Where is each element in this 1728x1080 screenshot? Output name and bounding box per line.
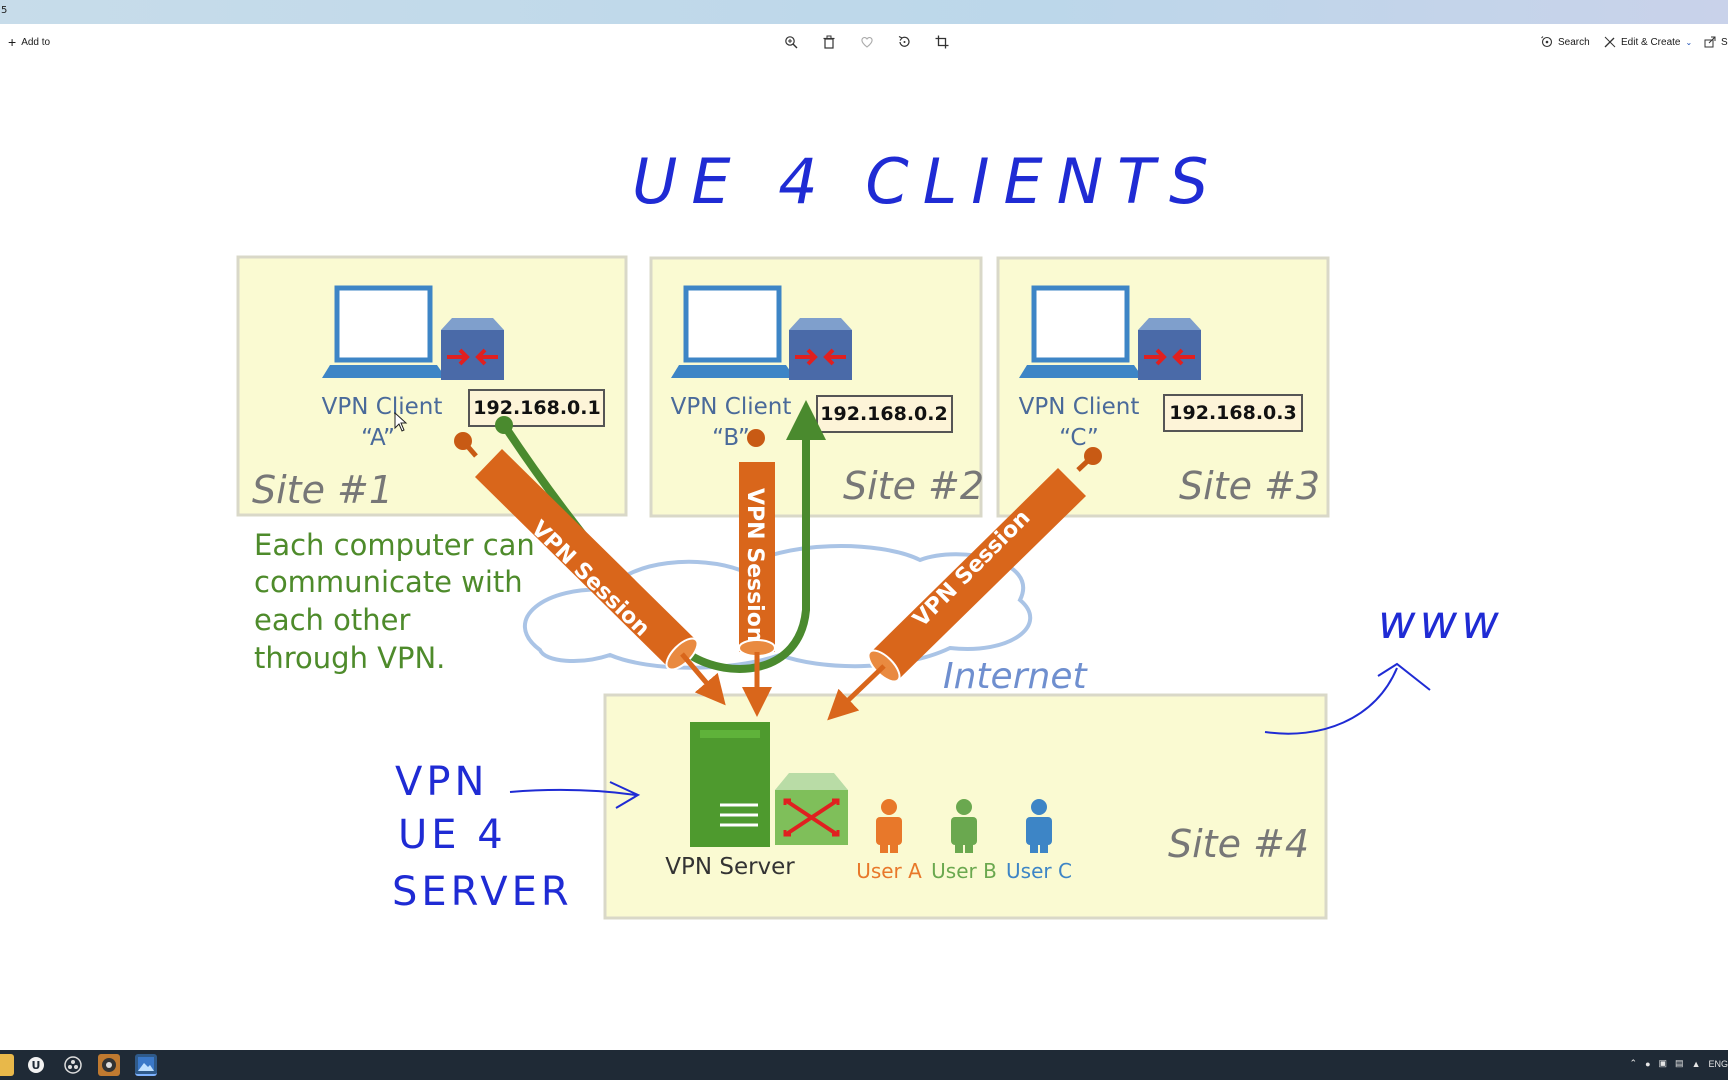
- client-b-letter: “B”: [712, 425, 750, 451]
- photos-app-icon[interactable]: [135, 1054, 157, 1076]
- vpn-server-icon: [690, 722, 770, 847]
- edit-create-label: Edit & Create: [1621, 36, 1681, 48]
- green-path-arrowhead: [786, 400, 826, 440]
- session-label-b: VPN Session: [742, 488, 767, 643]
- client-a-vpn-device-icon: [441, 318, 504, 380]
- client-a-name: VPN Client: [322, 394, 443, 420]
- ip-address-b: 192.168.0.2: [820, 403, 947, 425]
- display-icon[interactable]: ▣: [1658, 1058, 1668, 1068]
- green-path-start: [495, 416, 513, 434]
- ip-address-c: 192.168.0.3: [1169, 402, 1296, 424]
- internet-label: Internet: [943, 656, 1088, 697]
- svg-text:U: U: [32, 1059, 41, 1072]
- file-explorer-icon[interactable]: [0, 1054, 14, 1076]
- ip-address-a: 192.168.0.1: [473, 397, 600, 419]
- handwritten-server-note-3: SERVER: [392, 869, 573, 915]
- add-to-label: Add to: [21, 36, 51, 48]
- user-b-icon: [951, 799, 977, 853]
- client-c-computer-icon: [1019, 285, 1143, 378]
- note-line-3: each other: [254, 603, 410, 637]
- site-1-label: Site #1: [252, 468, 393, 512]
- zoom-in-button[interactable]: [782, 33, 800, 51]
- crop-button[interactable]: [933, 33, 951, 51]
- taskbar: U ⌃ ● ▣ ▤ ▲ ENG: [0, 1050, 1728, 1080]
- photo-toolbar: + Add to Search Edit & Create ⌄ S: [0, 24, 1728, 60]
- site-4-label: Site #4: [1168, 822, 1309, 866]
- heart-icon: [861, 36, 873, 48]
- handwritten-server-note-2: UE 4: [398, 812, 507, 858]
- user-c-label: User C: [1006, 859, 1072, 883]
- unreal-engine-icon[interactable]: U: [25, 1054, 47, 1076]
- handwritten-server-note-1: VPN: [395, 759, 488, 805]
- ip-box-b: [816, 395, 953, 433]
- search-button[interactable]: Search: [1541, 33, 1590, 51]
- rotate-button[interactable]: [895, 33, 913, 51]
- browser-icon[interactable]: [98, 1054, 120, 1076]
- delete-button[interactable]: [820, 33, 838, 51]
- volume-icon[interactable]: ▲: [1691, 1058, 1701, 1069]
- share-button[interactable]: S: [1704, 33, 1728, 51]
- handwritten-title: UE 4 CLIENTS: [632, 145, 1222, 218]
- handwritten-server-arrow: [509, 781, 641, 809]
- user-a-label: User A: [856, 859, 922, 883]
- note-line-2: communicate with: [254, 565, 523, 599]
- obs-icon[interactable]: [62, 1054, 84, 1076]
- ip-box-c: [1163, 394, 1303, 432]
- client-a-letter: “A”: [361, 425, 395, 451]
- search-icon: [1541, 36, 1553, 48]
- client-c-name: VPN Client: [1019, 394, 1140, 420]
- user-a-icon: [876, 799, 902, 853]
- language-indicator[interactable]: ENG: [1708, 1058, 1728, 1069]
- note-line-1: Each computer can: [254, 528, 535, 562]
- plus-icon: +: [8, 34, 17, 50]
- microphone-icon[interactable]: ●: [1645, 1058, 1651, 1069]
- note-line-4: through VPN.: [254, 641, 445, 675]
- client-b-name: VPN Client: [671, 394, 792, 420]
- title-fragment: 5: [1, 5, 8, 16]
- edit-icon: [1604, 36, 1616, 48]
- chevron-down-icon: ⌄: [1685, 37, 1693, 47]
- trash-icon: [823, 35, 835, 49]
- share-icon: [1704, 36, 1716, 48]
- rotate-icon: [898, 36, 910, 47]
- vpn-diagram: UE 4 CLIENTS Internet: [236, 145, 1503, 920]
- favorite-button[interactable]: [858, 33, 876, 51]
- crop-icon: [935, 35, 949, 49]
- ip-box-a: [468, 389, 605, 427]
- edit-create-button[interactable]: Edit & Create ⌄: [1604, 33, 1692, 51]
- window-titlebar: 5: [0, 0, 1728, 24]
- user-b-label: User B: [931, 859, 997, 883]
- mouse-cursor-icon: [394, 411, 408, 432]
- client-b-vpn-device-icon: [789, 318, 852, 380]
- session-tube-b: VPN Session: [738, 429, 776, 717]
- handwritten-www-arrow: [1264, 662, 1431, 735]
- server-switch-icon: [775, 773, 848, 845]
- system-tray: ⌃ ● ▣ ▤ ▲ ENG: [1630, 1058, 1728, 1069]
- add-to-button[interactable]: + Add to: [8, 33, 50, 51]
- network-icon[interactable]: ▤: [1675, 1058, 1684, 1068]
- client-a-computer-icon: [322, 285, 446, 378]
- client-c-vpn-device-icon: [1138, 318, 1201, 380]
- image-canvas: UE 4 CLIENTS Internet: [0, 60, 1728, 1050]
- client-c-letter: “C”: [1059, 425, 1099, 451]
- zoom-icon: [785, 36, 798, 49]
- search-label: Search: [1558, 36, 1590, 48]
- handwritten-www: www: [1378, 595, 1503, 649]
- chevron-up-icon[interactable]: ⌃: [1629, 1058, 1638, 1068]
- site-3-label: Site #3: [1179, 464, 1320, 508]
- share-label: S: [1721, 36, 1728, 48]
- user-c-icon: [1026, 799, 1052, 853]
- client-b-computer-icon: [671, 285, 795, 378]
- site-2-label: Site #2: [843, 464, 984, 508]
- vpn-server-label: VPN Server: [665, 854, 795, 880]
